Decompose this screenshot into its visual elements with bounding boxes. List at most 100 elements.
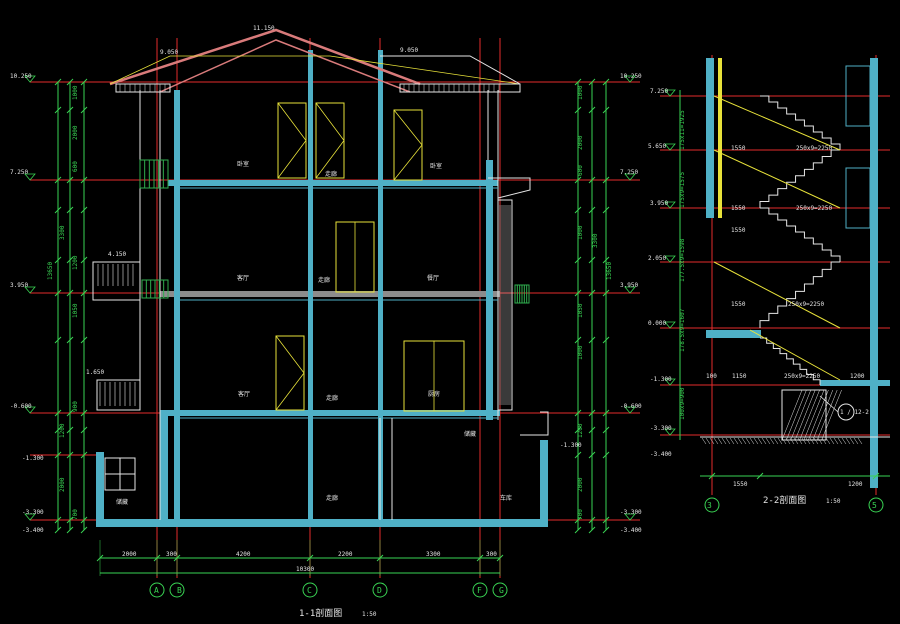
flight-label: 250x9=2250	[788, 301, 825, 308]
hatch	[808, 389, 829, 441]
dim-tick	[588, 78, 596, 86]
riser-label: 177.5x9=1598	[679, 238, 686, 282]
dim-tick	[54, 526, 62, 534]
ground-hatch	[789, 437, 795, 445]
column	[378, 50, 383, 520]
axis-label-3: 3	[707, 501, 712, 510]
dim-tick	[588, 289, 596, 297]
ground-hatch	[753, 437, 759, 445]
ground-hatch	[801, 437, 807, 445]
axis-label-5: 5	[872, 501, 877, 510]
door-swing	[277, 102, 307, 179]
dim-tick	[602, 106, 610, 114]
elev-left-3: -0.600	[10, 403, 32, 410]
ground-hatch	[833, 437, 839, 445]
dim-tick	[574, 206, 582, 214]
room-label: 卧室	[237, 160, 249, 168]
dim-tick	[588, 526, 596, 534]
dim-tick	[602, 206, 610, 214]
hatch	[816, 389, 838, 441]
dim-tick	[80, 78, 88, 86]
dim-tick	[574, 176, 582, 184]
dim-tick	[54, 256, 62, 264]
ground-hatch	[709, 437, 715, 445]
balcony	[92, 261, 141, 411]
door	[315, 102, 345, 179]
room-label: 客厅	[237, 274, 249, 282]
landing-slab	[820, 380, 890, 386]
left-dim-7: 1200	[59, 423, 66, 438]
s2-elev-0: 7.250	[650, 88, 668, 95]
elev-marker	[664, 89, 676, 97]
dim-tick	[588, 336, 596, 344]
floor-slab	[96, 519, 546, 527]
landing-dim: 1550	[731, 227, 746, 234]
right-dim-5: 1050	[577, 303, 584, 318]
building-structure	[92, 50, 549, 527]
elev-marker	[624, 286, 636, 294]
elev-marker	[24, 513, 36, 521]
dim-tick	[574, 516, 582, 524]
ground-hatch	[837, 437, 843, 445]
door-swing	[275, 335, 305, 411]
right-dim-6: 1000	[577, 345, 584, 360]
left-dim-3: 3300	[59, 225, 66, 240]
dim-tick	[54, 336, 62, 344]
axis-bubble	[704, 497, 720, 513]
dim-tick	[588, 106, 596, 114]
ground-hatch	[805, 437, 811, 445]
flight-label: 250x9=2250	[796, 205, 833, 212]
balcony-elev-2: 1.650	[86, 369, 104, 376]
stair-window	[845, 167, 871, 229]
dim-tick	[588, 256, 596, 264]
door-swing	[315, 102, 345, 179]
room-label: 厨房	[428, 390, 440, 398]
bottom-dim-2: 4200	[236, 551, 251, 558]
dim-tick	[54, 106, 62, 114]
ground-hatch	[769, 437, 775, 445]
elev-left-6: -3.400	[22, 527, 44, 534]
eave-band	[399, 83, 521, 93]
elev-left-2: 3.950	[10, 282, 28, 289]
roof	[109, 28, 521, 93]
balcony-elev-1: 4.150	[108, 251, 126, 258]
room-label: 走廊	[326, 394, 338, 402]
elev-marker	[24, 75, 36, 83]
dim-tick	[756, 472, 764, 480]
s2-elev-2: 3.950	[650, 200, 668, 207]
room-label: 储藏	[464, 430, 476, 438]
right-dim-8: 2000	[577, 477, 584, 492]
stair-flight	[759, 149, 840, 208]
dim-tick	[574, 451, 582, 459]
eave-band	[115, 83, 171, 93]
stair-flight	[760, 95, 841, 150]
elev-right-3: -0.600	[620, 403, 642, 410]
dim-tick	[66, 176, 74, 184]
elev-left-0: 10.250	[10, 73, 32, 80]
dim-tick	[588, 206, 596, 214]
right-dim-7: 1200	[577, 423, 584, 438]
dim-tick	[66, 516, 74, 524]
s2-bottom-dim-0: 1550	[733, 481, 748, 488]
dim-tick	[80, 106, 88, 114]
dim-tick	[602, 336, 610, 344]
ground-hatch	[777, 437, 783, 445]
door	[393, 109, 423, 181]
dim-tick	[574, 106, 582, 114]
dim-tick	[574, 256, 582, 264]
ground-hatch	[845, 437, 851, 445]
door-swing	[393, 109, 423, 181]
dim-tick	[66, 256, 74, 264]
elev-marker	[664, 255, 676, 263]
stair-wall	[870, 58, 878, 488]
floor-slab	[160, 410, 500, 416]
ground-hatch	[757, 437, 763, 445]
dim-tick	[66, 526, 74, 534]
hatch	[790, 389, 812, 441]
dim-tick	[54, 516, 62, 524]
bottom-dim-4: 3300	[426, 551, 441, 558]
axis-bubble	[302, 582, 318, 598]
riser-label: 175x9=1575	[679, 171, 686, 208]
stair-section	[700, 58, 890, 488]
left-dim-2: 600	[72, 161, 79, 172]
